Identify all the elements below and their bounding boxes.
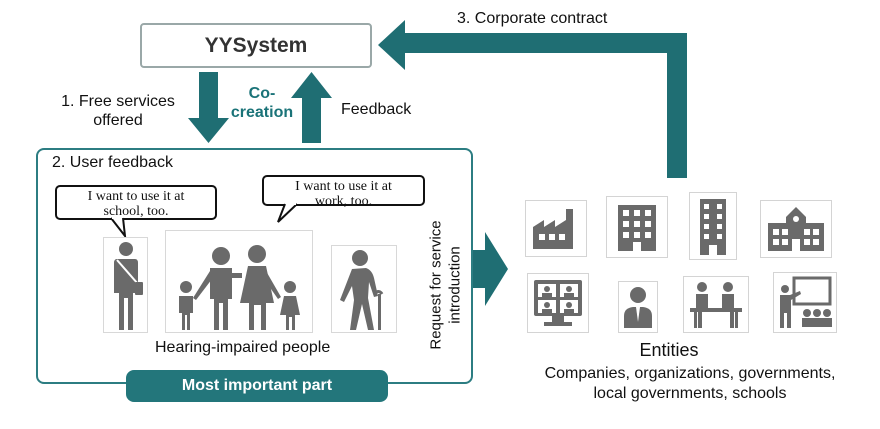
bubble-school-line1: I want to use it at [87, 189, 185, 204]
cocreation-line1: Co- [248, 85, 276, 102]
student-person-icon [103, 237, 148, 333]
school-building-icon [760, 200, 832, 258]
bubble-work-line1: I want to use it at [295, 179, 392, 194]
feedback-label: Feedback [341, 101, 412, 118]
entities-desc-line1: Companies, organizations, governments, [544, 365, 836, 382]
bubble-work-tail [277, 202, 298, 223]
free-services-label: 1. Free services offered [52, 92, 184, 130]
free-services-line2: offered [93, 112, 143, 129]
cocreation-line2: creation [230, 104, 294, 121]
entities-description: Companies, organizations, governments, l… [510, 364, 870, 404]
meeting-table-icon [683, 276, 749, 333]
bubble-work-line2: work, too. [314, 194, 373, 209]
family-icon [165, 230, 313, 333]
tower-building-icon [689, 192, 737, 260]
most-important-badge: Most important part [126, 370, 388, 402]
speech-bubble-work: I want to use it at work, too. [262, 175, 425, 209]
yysystem-box: YYSystem [140, 23, 372, 68]
cocreation-label: Co- creation [222, 84, 302, 122]
request-service-label: Request for service introduction [416, 220, 476, 349]
request-line2: introduction [447, 246, 465, 324]
user-feedback-title: 2. User feedback [52, 154, 173, 171]
entities-title: Entities [639, 340, 699, 360]
request-line1: Request for service [428, 220, 446, 350]
bubble-school-line2: school, too. [103, 204, 169, 219]
classroom-presentation-icon [773, 272, 837, 333]
bubble-school-tail [110, 216, 127, 238]
free-services-line1: 1. Free services [61, 93, 175, 110]
most-important-text: Most important part [181, 377, 333, 394]
arrow-right-request [462, 232, 508, 306]
entities-desc-line2: local governments, schools [593, 385, 787, 402]
arrow-down-free-services [188, 72, 229, 143]
yysystem-title: YYSystem [204, 33, 308, 57]
video-meeting-icon [527, 273, 589, 333]
corporate-contract-label: 3. Corporate contract [457, 10, 608, 27]
arrow-up-feedback [291, 72, 332, 143]
elderly-person-icon [331, 245, 397, 333]
office-building-icon [606, 196, 668, 258]
arrow-corporate-contract [378, 20, 687, 178]
factory-icon [525, 200, 587, 257]
businessperson-icon [618, 281, 658, 333]
hearing-impaired-label: Hearing-impaired people [155, 339, 331, 356]
speech-bubble-school: I want to use it at school, too. [55, 185, 217, 220]
